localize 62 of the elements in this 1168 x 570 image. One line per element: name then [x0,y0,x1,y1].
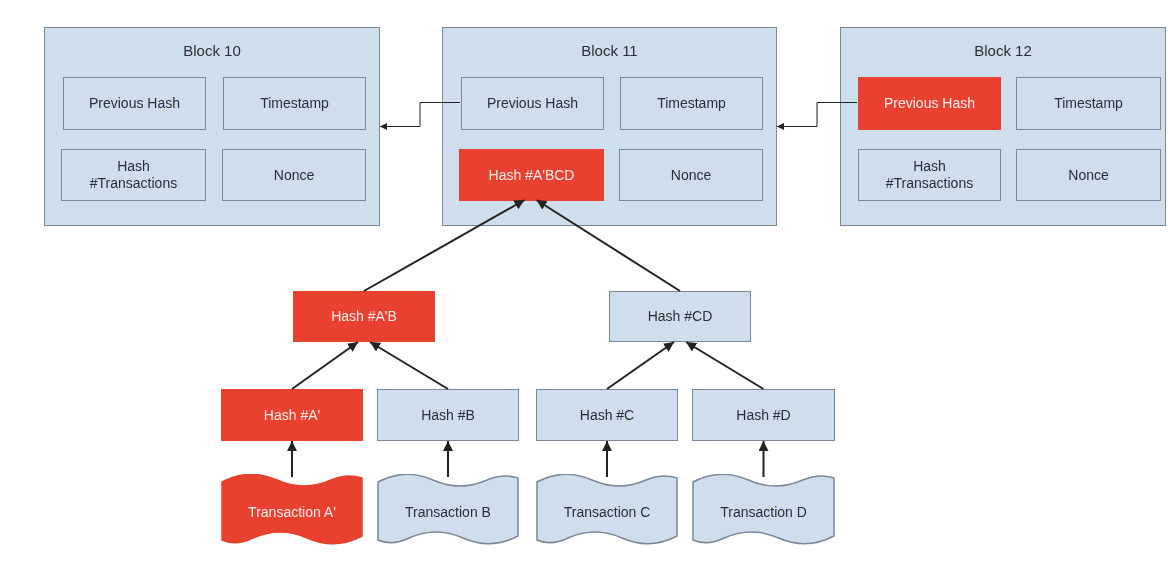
node-label: Hash #A'BCD [487,166,576,184]
node-label: Timestamp [656,95,727,112]
arrow [776,102,858,130]
field-box [461,77,604,130]
block-box [840,27,1166,226]
arrow [369,341,449,390]
arrow [602,440,612,478]
node-label: Hash #Transactions [884,158,975,192]
node-label: Timestamp [259,95,330,112]
node-label: Transaction A' [247,503,337,521]
field-box [536,389,678,441]
node-label: Hash #A' [262,406,322,424]
field-box [221,389,363,441]
arrow [363,199,526,292]
arrow [379,102,461,130]
field-box [619,149,763,201]
field-box [377,389,519,441]
arrow [606,341,675,390]
node-label: Timestamp [1053,95,1124,112]
field-box [609,291,751,342]
node-label: Previous Hash [87,95,181,112]
field-box [858,149,1001,201]
field-box [459,149,604,201]
node-label: Transaction D [719,503,808,521]
field-box [620,77,763,130]
block-box [442,27,777,226]
arrow [535,199,681,292]
block-title: Block 11 [580,42,639,60]
arrow [685,341,765,390]
node-label: Nonce [272,166,316,184]
transaction-shape [536,474,678,546]
arrow [287,440,297,478]
node-label: Transaction B [404,503,492,521]
field-box [223,77,366,130]
arrow [443,440,453,478]
transaction-shape [377,474,519,546]
node-label: Hash #D [735,406,792,424]
node-label: Hash #Transactions [88,158,179,192]
field-box [63,77,206,130]
transaction-shape [692,474,835,546]
node-label: Previous Hash [485,95,579,112]
field-box [61,149,206,201]
node-label: Nonce [669,166,713,184]
field-box [1016,77,1161,130]
node-label: Hash #B [420,406,476,424]
arrow [291,341,359,390]
transaction-shape [221,474,363,546]
node-label: Hash #A'B [330,308,398,325]
field-box [858,77,1001,130]
node-label: Previous Hash [882,95,976,112]
field-box [222,149,366,201]
field-box [293,291,435,342]
field-box [1016,149,1161,201]
block-title: Block 10 [182,42,242,60]
block-box [44,27,380,226]
arrow [758,440,769,478]
field-box [692,389,835,441]
node-label: Transaction C [562,503,652,521]
node-label: Hash #CD [646,308,714,325]
node-label: Nonce [1067,166,1110,184]
node-label: Hash #C [578,406,636,424]
block-title: Block 12 [973,42,1033,60]
